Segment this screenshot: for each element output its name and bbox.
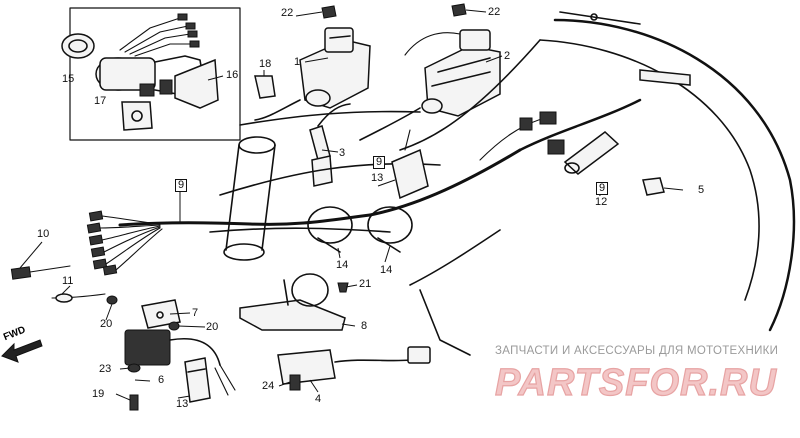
callout-2: 2 [504,50,511,62]
headlight-case [399,11,796,356]
control-unit-4 [277,346,431,385]
callout-11: 11 [62,275,74,287]
fasteners [106,282,349,411]
callout-13a: 13 [371,172,384,184]
ignition-switch-inset [61,7,241,141]
callout-23: 23 [99,363,112,375]
callout-22a: 22 [281,7,294,19]
callout-9-b: 9 [373,156,386,169]
callout-12: 12 [595,196,608,208]
regulator-6 [124,329,236,396]
callout-17: 17 [94,95,107,107]
ignition-coil-1 [239,27,421,126]
callout-16: 16 [226,69,239,81]
callout-8: 8 [361,320,368,332]
forward-arrow [1,339,43,363]
bracket-7 [141,299,181,329]
wire-harness-9 [86,98,642,276]
callout-19: 19 [92,388,105,400]
callout-20a: 20 [100,318,113,330]
resistor-13-upper [391,129,429,200]
callout-6: 6 [158,374,165,386]
callout-20b: 20 [206,321,219,333]
callout-15: 15 [62,73,75,85]
cable-clips-22 [321,3,467,19]
resistor-13-lower [184,357,211,403]
clip-18 [254,75,276,99]
callout-14b: 14 [380,264,393,276]
callout-24: 24 [262,380,275,392]
watermark-logo-text: PARTSFOR.RU [495,362,777,402]
callout-18: 18 [259,58,272,70]
callout-1: 1 [294,56,301,68]
bracket-8 [239,273,346,331]
callout-13b: 13 [176,398,189,410]
lead-wires-10-11 [10,265,106,303]
callout-3: 3 [339,147,346,159]
spark-plug-cap-3 [309,103,351,187]
callout-21: 21 [359,278,372,290]
harness-clamps-14 [307,206,413,253]
callout-14a: 14 [336,259,349,271]
connector-cover-5 [642,177,665,196]
callout-9: 9 [175,179,188,192]
callout-4: 4 [315,393,322,405]
callout-22b: 22 [488,6,501,18]
ignition-coil-2 [359,29,501,141]
leader-lines [19,9,684,401]
watermark-caption: ЗАПЧАСТИ И АКСЕССУАРЫ ДЛЯ МОТОТЕХНИКИ [495,345,779,357]
watermark-logo: PARTSFOR.RU [495,362,777,402]
callout-5: 5 [698,184,705,196]
callout-7: 7 [192,307,199,319]
callout-10: 10 [37,228,50,240]
connector-12 [563,131,620,175]
callout-9-c: 9 [596,182,609,195]
